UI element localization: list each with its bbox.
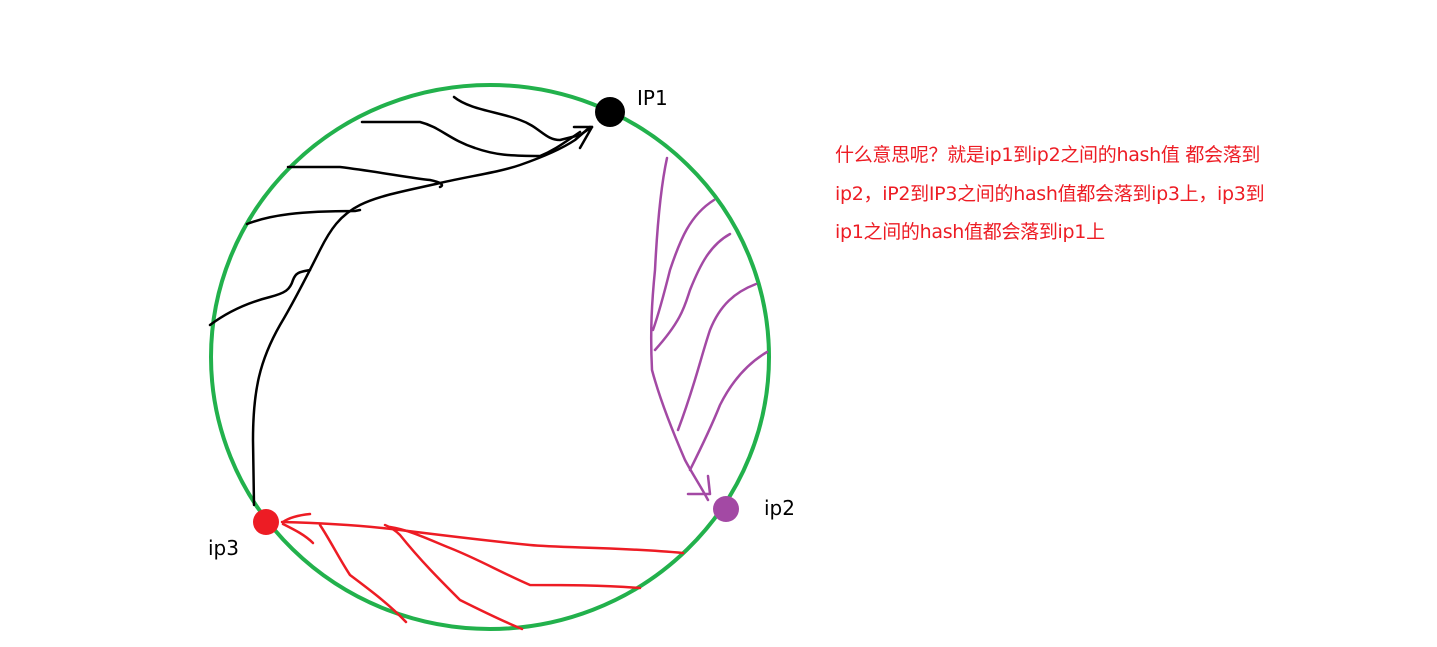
explanation-line-3: ip1之间的hash值都会落到ip1上: [835, 221, 1105, 243]
ip1-to-ip2-arrows: [649, 156, 769, 502]
hash-ring: [209, 83, 771, 631]
node-ip1: [595, 97, 625, 127]
explanation-line-1: 什么意思呢？就是ip1到ip2之间的hash值 都会落到: [835, 144, 1261, 166]
node-ip2: [713, 496, 739, 522]
ip3-to-ip1-arrows: [208, 95, 594, 507]
explanation-text: 什么意思呢？就是ip1到ip2之间的hash值 都会落到 ip2，iP2到IP3…: [835, 136, 1375, 252]
ip2-to-ip3-arrows: [280, 512, 685, 631]
explanation-line-2: ip2，iP2到IP3之间的hash值都会落到ip3上，ip3到: [835, 182, 1265, 205]
node-ip1-label: IP1: [637, 86, 668, 110]
node-ip2-label: ip2: [764, 496, 795, 520]
node-ip3-label: ip3: [208, 536, 239, 560]
node-ip3: [253, 509, 279, 535]
